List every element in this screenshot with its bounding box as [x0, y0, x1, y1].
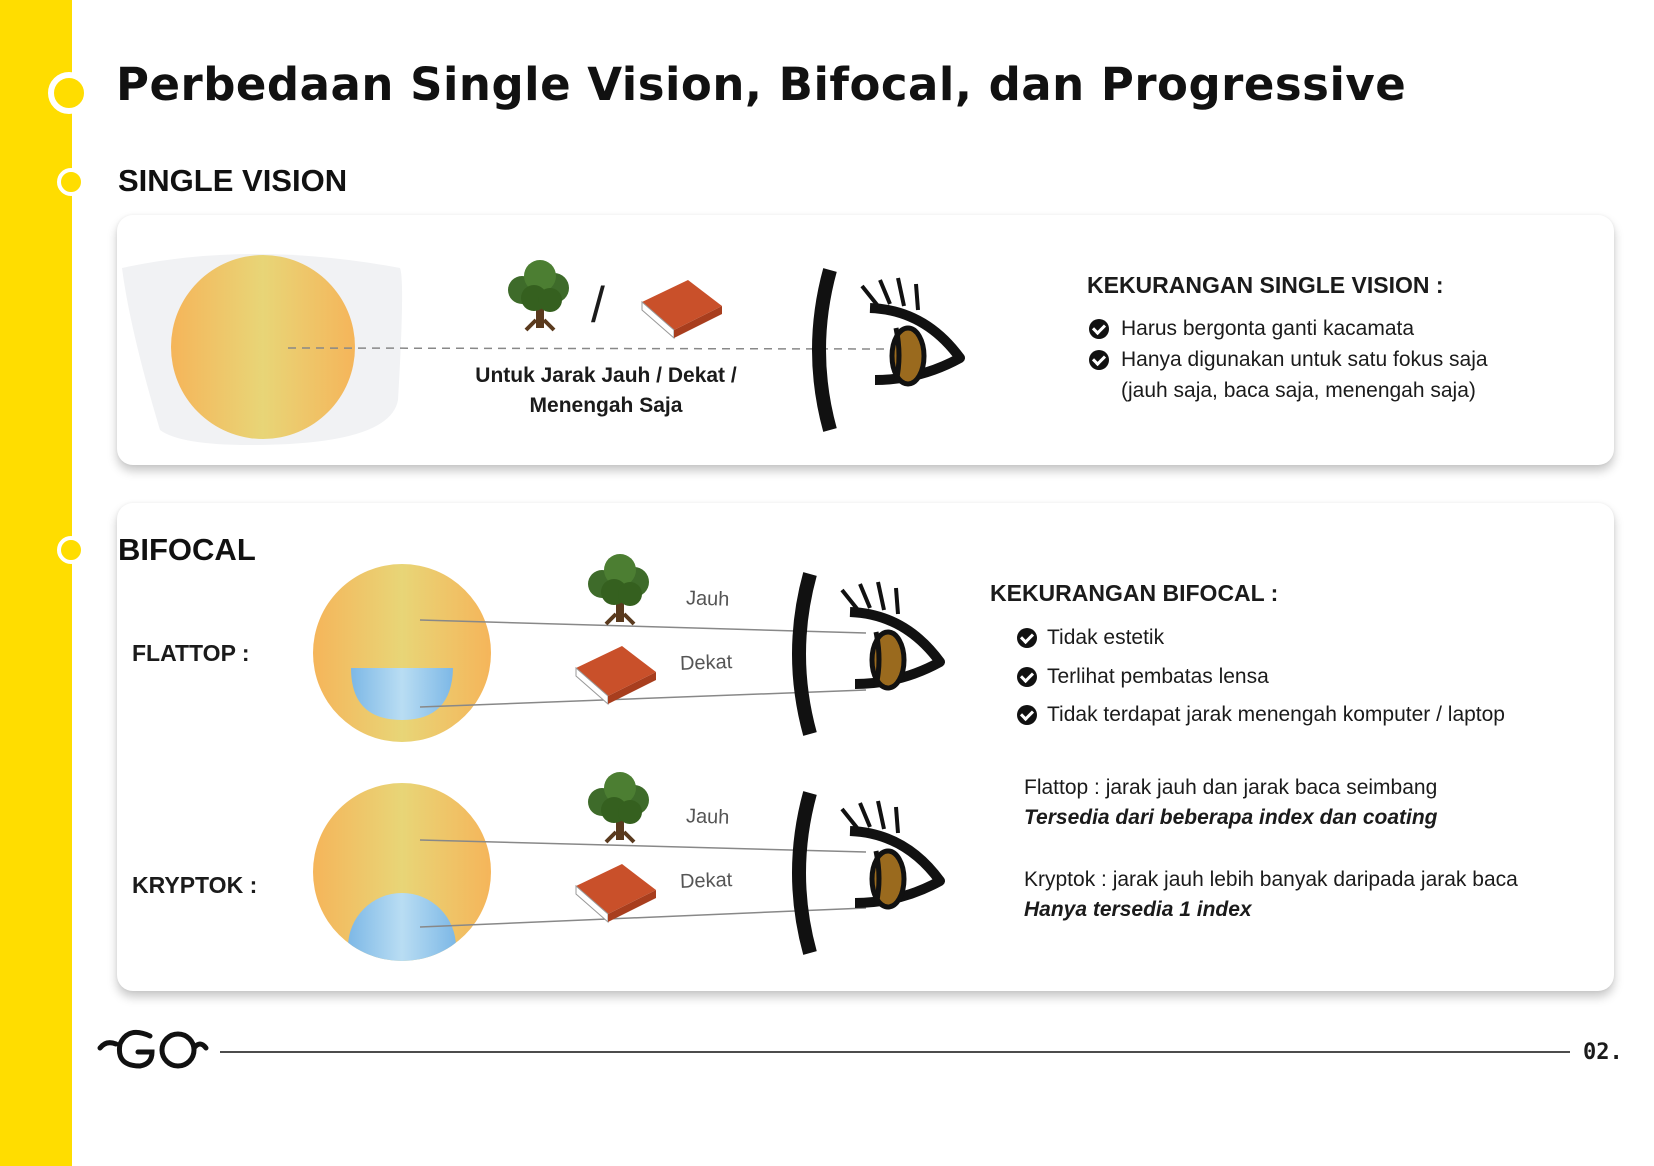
- page-title: Perbedaan Single Vision, Bifocal, dan Pr…: [116, 58, 1407, 111]
- title-connector-line: [0, 92, 52, 94]
- single-vision-bullet-dot: [57, 168, 85, 196]
- kryptok-far-label: Jauh: [685, 805, 730, 829]
- flattop-book-icon: [575, 645, 657, 705]
- title-bullet-dot: [48, 72, 90, 114]
- kryptok-book-icon: [575, 863, 657, 923]
- single-vision-drawback-title: KEKURANGAN SINGLE VISION :: [1087, 272, 1444, 298]
- go-logo: [97, 1029, 209, 1069]
- kryptok-eye-icon: [799, 793, 940, 953]
- check-circle-icon: [1017, 705, 1037, 725]
- check-circle-icon: [1089, 350, 1109, 370]
- flattop-eye-icon: [799, 574, 940, 734]
- flattop-note-italic: Tersedia dari beberapa index dan coating: [1024, 806, 1438, 829]
- kryptok-label: KRYPTOK :: [132, 872, 258, 898]
- single-vision-drawback-1: Harus bergonta ganti kacamata: [1121, 317, 1415, 340]
- kryptok-note: Kryptok : jarak jauh lebih banyak daripa…: [1024, 868, 1518, 891]
- bifocal-drawback-title: KEKURANGAN BIFOCAL :: [990, 580, 1279, 606]
- kryptok-segment: [348, 893, 456, 961]
- flattop-label: FLATTOP :: [132, 640, 250, 666]
- bifocal-bullet-dot: [57, 536, 85, 564]
- yellow-sidebar: [0, 0, 72, 1166]
- eye-icon: [819, 270, 960, 430]
- single-vision-drawback-3: (jauh saja, baca saja, menengah saja): [1121, 379, 1476, 402]
- kryptok-near-line: [419, 907, 867, 928]
- flattop-near-label: Dekat: [679, 651, 733, 675]
- flattop-far-line: [419, 619, 867, 634]
- page-number: 02.: [1583, 1040, 1623, 1065]
- bifocal-connector-line: [0, 549, 56, 551]
- kryptok-tree-icon: [586, 770, 651, 844]
- single-vision-lens: [171, 255, 355, 439]
- check-circle-icon: [1089, 319, 1109, 339]
- kryptok-far-line: [419, 839, 867, 853]
- flattop-tree-icon: [586, 552, 651, 626]
- check-circle-icon: [1017, 628, 1037, 648]
- single-vision-connector-line: [0, 181, 56, 183]
- flattop-far-label: Jauh: [685, 587, 730, 611]
- bifocal-drawback-1: Tidak estetik: [1047, 626, 1165, 649]
- single-vision-caption-line2: Menengah Saja: [529, 394, 683, 417]
- separator-slash: /: [591, 277, 605, 333]
- single-vision-heading: SINGLE VISION: [118, 163, 348, 198]
- flattop-note: Flattop : jarak jauh dan jarak baca seim…: [1024, 776, 1438, 799]
- bifocal-drawback-2: Terlihat pembatas lensa: [1047, 665, 1269, 688]
- kryptok-near-label: Dekat: [679, 869, 733, 893]
- sight-line-dashed: [287, 347, 891, 350]
- single-vision-drawback-2: Hanya digunakan untuk satu fokus saja: [1121, 348, 1488, 371]
- bifocal-heading: BIFOCAL: [118, 532, 256, 567]
- bifocal-drawback-3: Tidak terdapat jarak menengah komputer /…: [1047, 703, 1505, 726]
- single-vision-caption-line1: Untuk Jarak Jauh / Dekat /: [475, 364, 737, 387]
- flattop-near-line: [419, 689, 867, 708]
- tree-icon: [506, 258, 571, 332]
- check-circle-icon: [1017, 667, 1037, 687]
- kryptok-note-italic: Hanya tersedia 1 index: [1024, 898, 1252, 921]
- book-icon: [641, 279, 723, 339]
